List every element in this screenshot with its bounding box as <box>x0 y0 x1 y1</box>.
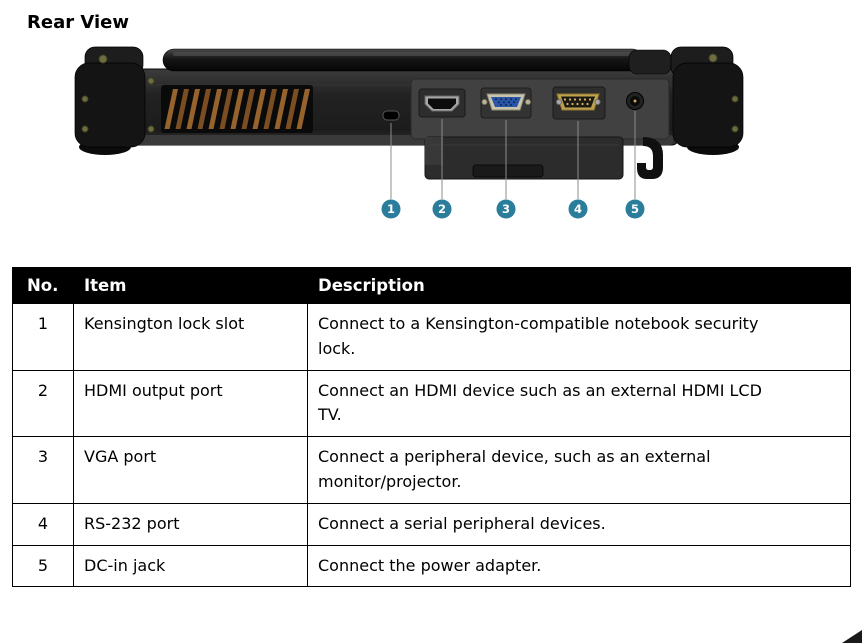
cell-item: VGA port <box>73 436 308 504</box>
callout-1: 1 <box>381 199 401 219</box>
rs232-port <box>552 86 606 120</box>
screw-icon <box>81 125 89 133</box>
callout-3-number: 3 <box>502 202 510 216</box>
hdmi-port <box>418 88 466 118</box>
callout-2: 2 <box>432 199 452 219</box>
table-row: 4 RS-232 port Connect a serial periphera… <box>12 502 851 546</box>
vent-fins <box>164 89 310 129</box>
hinge-knuckle-right <box>628 49 672 75</box>
cell-description: Connect a peripheral device, such as an … <box>307 436 851 504</box>
table-header-row: No. Item Description <box>12 267 851 304</box>
cell-description-text: Connect an HDMI device such as an extern… <box>318 380 762 425</box>
vga-port <box>480 87 532 119</box>
callout-2-number: 2 <box>438 202 446 216</box>
cell-description-text: Connect to a Kensington-compatible noteb… <box>318 314 759 358</box>
cell-item: Kensington lock slot <box>73 303 308 371</box>
cell-description-text: Connect a serial peripheral devices. <box>318 513 606 533</box>
cell-description: Connect an HDMI device such as an extern… <box>307 369 851 438</box>
cell-item: RS-232 port <box>73 502 308 546</box>
callout-4: 4 <box>568 199 588 219</box>
page-title: Rear View <box>27 12 129 33</box>
cell-no: 2 <box>12 369 74 438</box>
cell-no: 1 <box>12 303 74 371</box>
screw-icon <box>731 95 739 103</box>
kensington-lock-slot <box>382 110 400 121</box>
battery-latch <box>472 164 544 178</box>
table-row: 5 DC-in jack Connect the power adapter. <box>12 544 851 588</box>
screw-icon <box>147 77 155 85</box>
battery-step <box>425 137 443 165</box>
cell-description: Connect a serial peripheral devices. <box>307 502 851 546</box>
callout-1-number: 1 <box>387 202 395 216</box>
cell-description: Connect the power adapter. <box>307 544 851 588</box>
column-header-description: Description <box>307 267 851 304</box>
cell-item: HDMI output port <box>73 369 308 438</box>
cell-no: 3 <box>12 436 74 504</box>
table-row: 3 VGA port Connect a peripheral device, … <box>12 436 851 504</box>
ports-table: No. Item Description 1 Kensington lock s… <box>12 267 851 588</box>
callout-4-number: 4 <box>574 202 582 216</box>
left-bumper <box>74 62 146 148</box>
column-header-item: Item <box>73 267 308 304</box>
laptop-rear-graphic: 1 2 3 4 5 <box>74 46 744 219</box>
callout-3: 3 <box>496 199 516 219</box>
table-row: 2 HDMI output port Connect an HDMI devic… <box>12 369 851 438</box>
cell-no: 4 <box>12 502 74 546</box>
callout-5-number: 5 <box>631 202 639 216</box>
screw-icon <box>731 125 739 133</box>
screw-icon <box>708 53 718 63</box>
cell-description-text: Connect a peripheral device, such as an … <box>318 447 711 491</box>
rear-view-figure: 1 2 3 4 5 <box>73 41 745 233</box>
dc-in-jack <box>626 92 644 110</box>
callouts: 1 2 3 4 5 <box>381 199 645 219</box>
column-header-no: No. <box>12 267 74 304</box>
cell-description-text: Connect the power adapter. <box>318 555 542 575</box>
screw-icon <box>147 125 155 133</box>
cell-no: 5 <box>12 544 74 588</box>
hinge-highlight <box>173 52 633 56</box>
strap-hook <box>637 137 663 179</box>
page-corner-mark <box>842 630 862 643</box>
callout-leader-lines <box>390 111 636 199</box>
screw-icon <box>81 95 89 103</box>
table-row: 1 Kensington lock slot Connect to a Kens… <box>12 303 851 371</box>
callout-5: 5 <box>625 199 645 219</box>
screw-icon <box>98 54 108 64</box>
cell-item: DC-in jack <box>73 544 308 588</box>
right-bumper <box>672 62 744 148</box>
cell-description: Connect to a Kensington-compatible noteb… <box>307 303 851 371</box>
manual-page: { "page": { "title": "Rear View" }, "fig… <box>0 12 862 643</box>
